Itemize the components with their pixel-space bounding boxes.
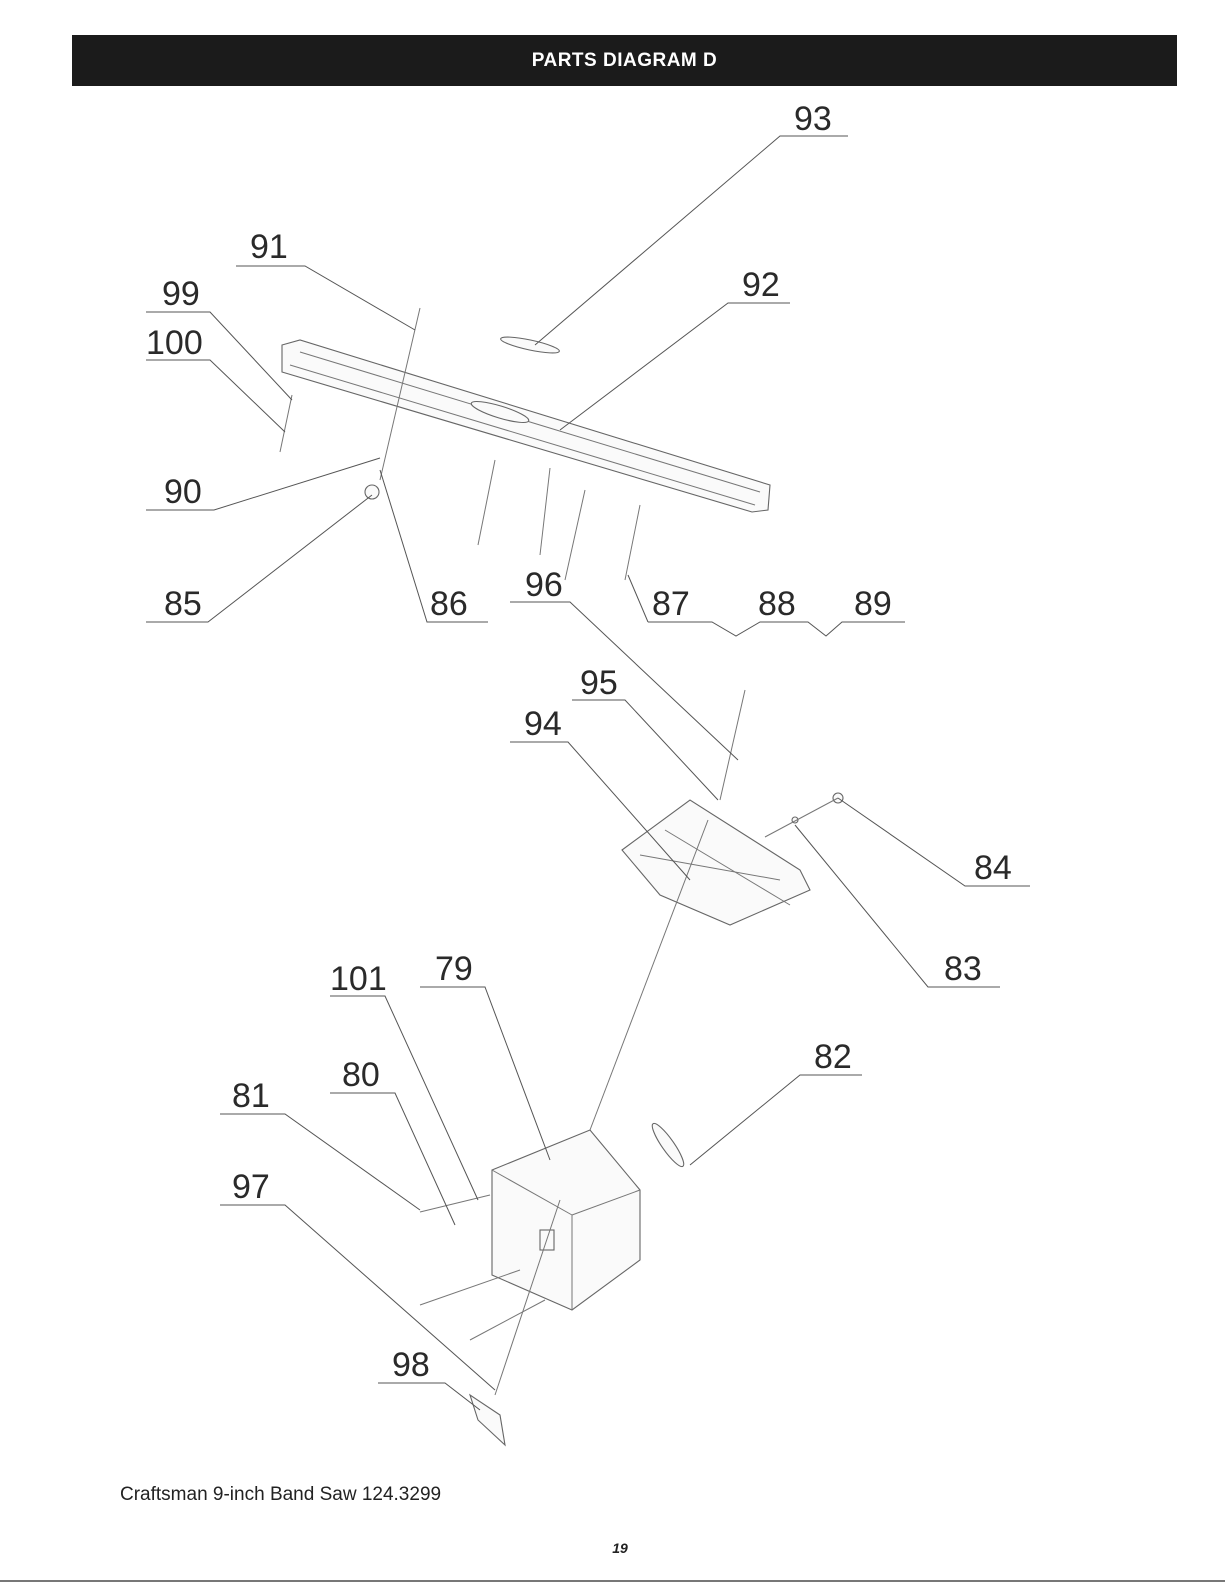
callout-79: 79	[435, 950, 473, 988]
callout-97: 97	[232, 1168, 270, 1206]
pin-83-84	[765, 798, 838, 837]
leader-79	[420, 987, 550, 1160]
bolt-81-80	[420, 1195, 490, 1212]
callout-100: 100	[146, 324, 203, 362]
leader-98	[378, 1383, 480, 1410]
bar-assembly	[280, 308, 770, 580]
callout-81: 81	[232, 1077, 270, 1115]
knob-85	[365, 485, 379, 499]
callout-99: 99	[162, 275, 200, 313]
knob-98	[470, 1395, 505, 1445]
screw-group-c	[565, 490, 585, 580]
callout-83: 83	[944, 950, 982, 988]
screw-group-b	[540, 468, 550, 555]
callout-101: 101	[330, 960, 387, 998]
callout-91: 91	[250, 228, 288, 266]
leader-101	[330, 996, 478, 1200]
callout-94: 94	[524, 705, 562, 743]
leader-87-tail	[628, 575, 648, 622]
trunnion-block	[492, 1130, 640, 1310]
callout-95: 95	[580, 664, 618, 702]
label-plate	[500, 334, 561, 356]
manual-caption: Craftsman 9-inch Band Saw 124.3299	[120, 1484, 441, 1506]
callout-98: 98	[392, 1346, 430, 1384]
callout-82: 82	[814, 1038, 852, 1076]
fence-bar-edge	[300, 352, 760, 492]
callout-92: 92	[742, 266, 780, 304]
callout-84: 84	[974, 849, 1012, 887]
leader-91	[236, 266, 415, 330]
screw-99	[280, 395, 292, 452]
callout-88: 88	[758, 585, 796, 623]
bolt-96	[720, 690, 745, 800]
trunnion-assembly	[420, 1120, 688, 1445]
screw-group-a	[478, 460, 495, 545]
leader-87-88-89	[648, 622, 905, 636]
page-number: 19	[600, 1540, 640, 1556]
bolt-row-1	[420, 1270, 520, 1305]
callout-90: 90	[164, 473, 202, 511]
callout-87: 87	[652, 585, 690, 623]
callout-86: 86	[430, 585, 468, 623]
fence-bar-edge-lower	[290, 365, 755, 505]
callout-89: 89	[854, 585, 892, 623]
fence-bar	[282, 340, 770, 512]
leader-97	[220, 1205, 495, 1390]
bolt-row-2	[470, 1300, 545, 1340]
scale-82	[648, 1120, 688, 1169]
callout-80: 80	[342, 1056, 380, 1094]
callout-85: 85	[164, 585, 202, 623]
leader-95	[572, 700, 718, 800]
screw-group-d	[625, 505, 640, 580]
leader-93	[535, 136, 848, 345]
bottom-rule	[0, 1580, 1225, 1582]
callout-93: 93	[794, 100, 832, 138]
tilt-bracket	[622, 800, 810, 925]
callout-96: 96	[525, 566, 563, 604]
leader-82	[690, 1075, 862, 1165]
bracket-assembly	[590, 690, 843, 1130]
leader-92	[560, 303, 790, 430]
